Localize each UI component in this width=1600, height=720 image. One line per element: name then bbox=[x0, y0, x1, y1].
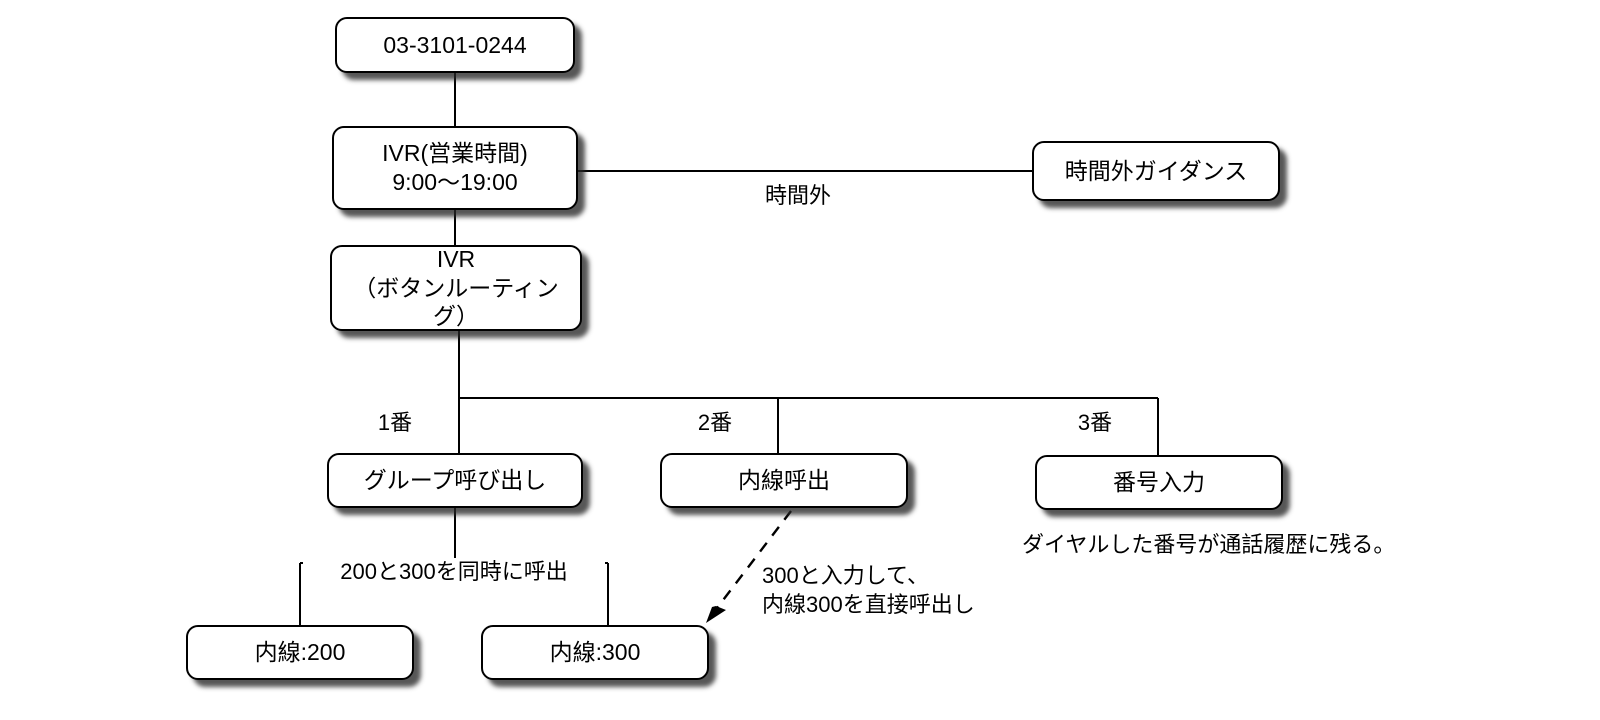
annotation-call-history: ダイヤルした番号が通話履歴に残る。 bbox=[1022, 532, 1396, 557]
node-number-input-label: 番号入力 bbox=[1113, 469, 1205, 496]
edge-label-group-simultaneous: 200と300を同時に呼出 bbox=[303, 558, 605, 587]
node-after-hours-guidance[interactable]: 時間外ガイダンス bbox=[1032, 141, 1280, 201]
node-group-call[interactable]: グループ呼び出し bbox=[327, 453, 583, 508]
node-phone-number[interactable]: 03-3101-0244 bbox=[335, 17, 575, 73]
node-ivr-business-hours[interactable]: IVR(営業時間) 9:00〜19:00 bbox=[332, 126, 578, 210]
edge-label-after-hours: 時間外 bbox=[764, 183, 831, 208]
node-extension-call-label: 内線呼出 bbox=[738, 467, 830, 494]
annotation-direct-extension: 300と入力して、 内線300を直接呼出し bbox=[762, 563, 975, 617]
node-ivr-business-hours-label: IVR(営業時間) 9:00〜19:00 bbox=[382, 140, 528, 195]
node-extension-300[interactable]: 内線:300 bbox=[481, 625, 709, 680]
node-after-hours-guidance-label: 時間外ガイダンス bbox=[1064, 157, 1248, 184]
edge-label-option-1: 1番 bbox=[377, 410, 413, 435]
dashed-annotation-arrow bbox=[713, 510, 792, 613]
node-extension-200[interactable]: 内線:200 bbox=[186, 625, 414, 680]
node-ivr-button-routing-label: IVR （ボタンルーティング） bbox=[353, 245, 559, 330]
edge-label-option-3: 3番 bbox=[1077, 410, 1113, 435]
dashed-arrow-head bbox=[706, 606, 726, 623]
node-number-input[interactable]: 番号入力 bbox=[1035, 455, 1283, 510]
node-phone-number-label: 03-3101-0244 bbox=[383, 31, 527, 58]
node-extension-call[interactable]: 内線呼出 bbox=[660, 453, 908, 508]
edge-label-option-2: 2番 bbox=[697, 410, 733, 435]
node-group-call-label: グループ呼び出し bbox=[363, 467, 547, 494]
node-extension-300-label: 内線:300 bbox=[549, 639, 641, 666]
node-extension-200-label: 内線:200 bbox=[254, 639, 346, 666]
node-ivr-button-routing[interactable]: IVR （ボタンルーティング） bbox=[330, 245, 582, 331]
